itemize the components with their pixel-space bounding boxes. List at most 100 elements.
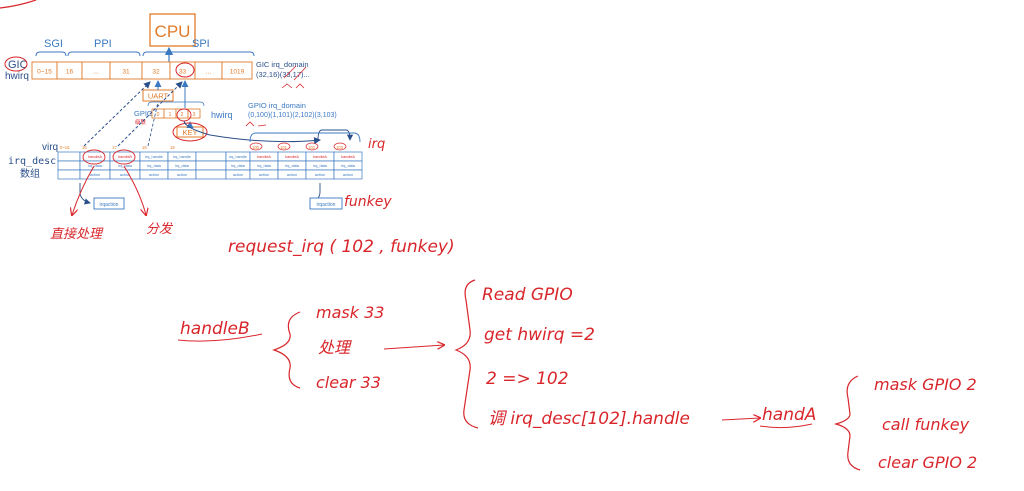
gic-circle: [4, 56, 28, 72]
gpio-domain-mapping: (0,100)(1,101)(2,102)(3,103): [248, 112, 337, 119]
irq-desc-cell-label: irq_data: [88, 164, 103, 168]
irq-desc-cell-label: irq_handle: [173, 155, 191, 159]
virq-column-id: 18: [142, 145, 147, 150]
irq-desc-cell-label: handleA: [313, 155, 327, 159]
gic-domain-mapping: (32,16)(33,17)...: [256, 70, 310, 79]
gic-cell-label: 32: [152, 69, 160, 76]
handleB-step-3: clear 33: [316, 373, 381, 392]
gic-cell-label: 0~15: [37, 69, 52, 76]
irqaction-label-2: irqaction: [317, 202, 336, 208]
sgi-label: SGI: [44, 38, 63, 50]
gpio-virq-bracket: [249, 132, 361, 143]
virq-column-id: 101: [280, 145, 288, 150]
handleA-step-2: call funkey: [882, 415, 970, 434]
handleA-brace: [833, 375, 861, 471]
gpio-cell-label: 0: [157, 112, 160, 118]
irq-desc-cell-label: irq_handle: [145, 155, 163, 159]
gic-cell-label: 33: [179, 69, 187, 76]
corner-scribble: [0, 0, 37, 9]
spi-bracket: [142, 51, 255, 57]
irq-desc-cell-label: irq_data: [175, 164, 190, 168]
gpio-cell-label: 2: [181, 112, 184, 118]
gpio-cell: [187, 108, 201, 119]
irq-desc-cell-label: irq_data: [118, 164, 133, 168]
key-circle: [172, 122, 208, 142]
irq-desc-cell: [195, 169, 227, 180]
virq16-dashed-arrow: [83, 81, 151, 147]
irq-desc-cell-label: irq_data: [341, 164, 356, 168]
gic-cell-label: 16: [66, 69, 74, 76]
sgi-bracket: [35, 51, 67, 57]
virq-id-circle: [277, 142, 291, 151]
irq-desc-cell-label: action: [287, 173, 297, 177]
funkey-handwritten: funkey: [344, 194, 392, 210]
irq-desc-cell: [333, 169, 363, 180]
virq-column-id: 100: [252, 145, 260, 150]
uart-dashed-line: [147, 101, 159, 147]
irq-desc-cell-label: irq_data: [285, 164, 300, 168]
irq-desc-cell: [195, 160, 227, 171]
irq-desc-cell-label: handleA: [88, 155, 102, 159]
gic-cell-label: ...: [206, 69, 212, 76]
action16-arrow: [79, 183, 91, 205]
handleA-title: handA: [762, 405, 816, 425]
irq-desc-cell-label: irq_handle: [229, 155, 247, 159]
gpio-hwirq-label: hwirq: [211, 110, 233, 120]
irq-desc-cell-label: irq_data: [147, 164, 162, 168]
irq-desc-cell-label: handleA: [257, 155, 271, 159]
virq-column-id: 16: [82, 145, 87, 150]
key-label: KEY: [182, 128, 197, 137]
virq-column-id: 0~15: [60, 145, 70, 150]
handleA-underline: [759, 423, 813, 429]
irq-desc-cell: [57, 160, 81, 171]
irq-desc-label: irq_desc: [8, 156, 56, 167]
gic-cell: [221, 61, 253, 80]
gic-hwirq-label: hwirq: [5, 71, 29, 82]
irq-desc-cell-label: action: [90, 173, 100, 177]
ppi-label: PPI: [94, 38, 112, 50]
irq-desc-cell-label: action: [259, 173, 269, 177]
gpio-mapping-marks: [245, 121, 267, 127]
gpio-bracket: [147, 101, 205, 107]
irqaction-box-1: [93, 197, 125, 210]
irqaction-label-1: irqaction: [100, 202, 119, 208]
handleB-underline: [177, 333, 263, 342]
gpio2-to-virq102-arrow: [183, 120, 321, 145]
gpio-cell-label: 1: [169, 112, 172, 118]
handleB-step-2: 处理: [318, 338, 352, 357]
process-step-3: 2 => 102: [486, 369, 569, 389]
gic-cell-label: 1019: [230, 69, 245, 76]
virq-id-circle: [249, 142, 263, 151]
irq-desc-cell-label: irq_data: [313, 164, 328, 168]
uart-label: UART: [148, 92, 169, 101]
gic-label: GIC: [8, 59, 28, 71]
handleA-16-circle: [82, 149, 106, 165]
process-step-1: Read GPIO: [482, 285, 573, 305]
irq-desc-cell: [195, 151, 227, 162]
gic-cell-label: ...: [93, 69, 99, 76]
handleB-step-1: mask 33: [316, 303, 384, 322]
process-brace: [454, 279, 479, 429]
gic-domain-label: GIC irq_domain: [256, 60, 309, 69]
irq-desc-sublabel: 数组: [20, 167, 40, 180]
irq-desc-cell-label: action: [343, 173, 353, 177]
gpio-side-note: 级联: [135, 118, 147, 126]
irq-desc-cell: [57, 151, 81, 162]
irq-desc-cell-label: action: [177, 173, 187, 177]
irq-desc-cell-label: action: [120, 173, 130, 177]
chain-process-arrow: [123, 165, 146, 215]
ppi-bracket: [67, 51, 141, 57]
irq-desc-cell-label: handleA: [341, 155, 355, 159]
chain-process-note: 分发: [146, 222, 174, 237]
process-step-4: 调 irq_desc[102].handle: [488, 409, 690, 429]
handleB-brace: [272, 311, 301, 389]
direct-process-note: 直接处理: [50, 227, 104, 242]
irq-desc-cell-label: action: [149, 173, 159, 177]
virq-id-circle: [333, 142, 347, 151]
spi-label: SPI: [192, 38, 210, 50]
irq-desc-cell-label: irq_data: [231, 164, 246, 168]
